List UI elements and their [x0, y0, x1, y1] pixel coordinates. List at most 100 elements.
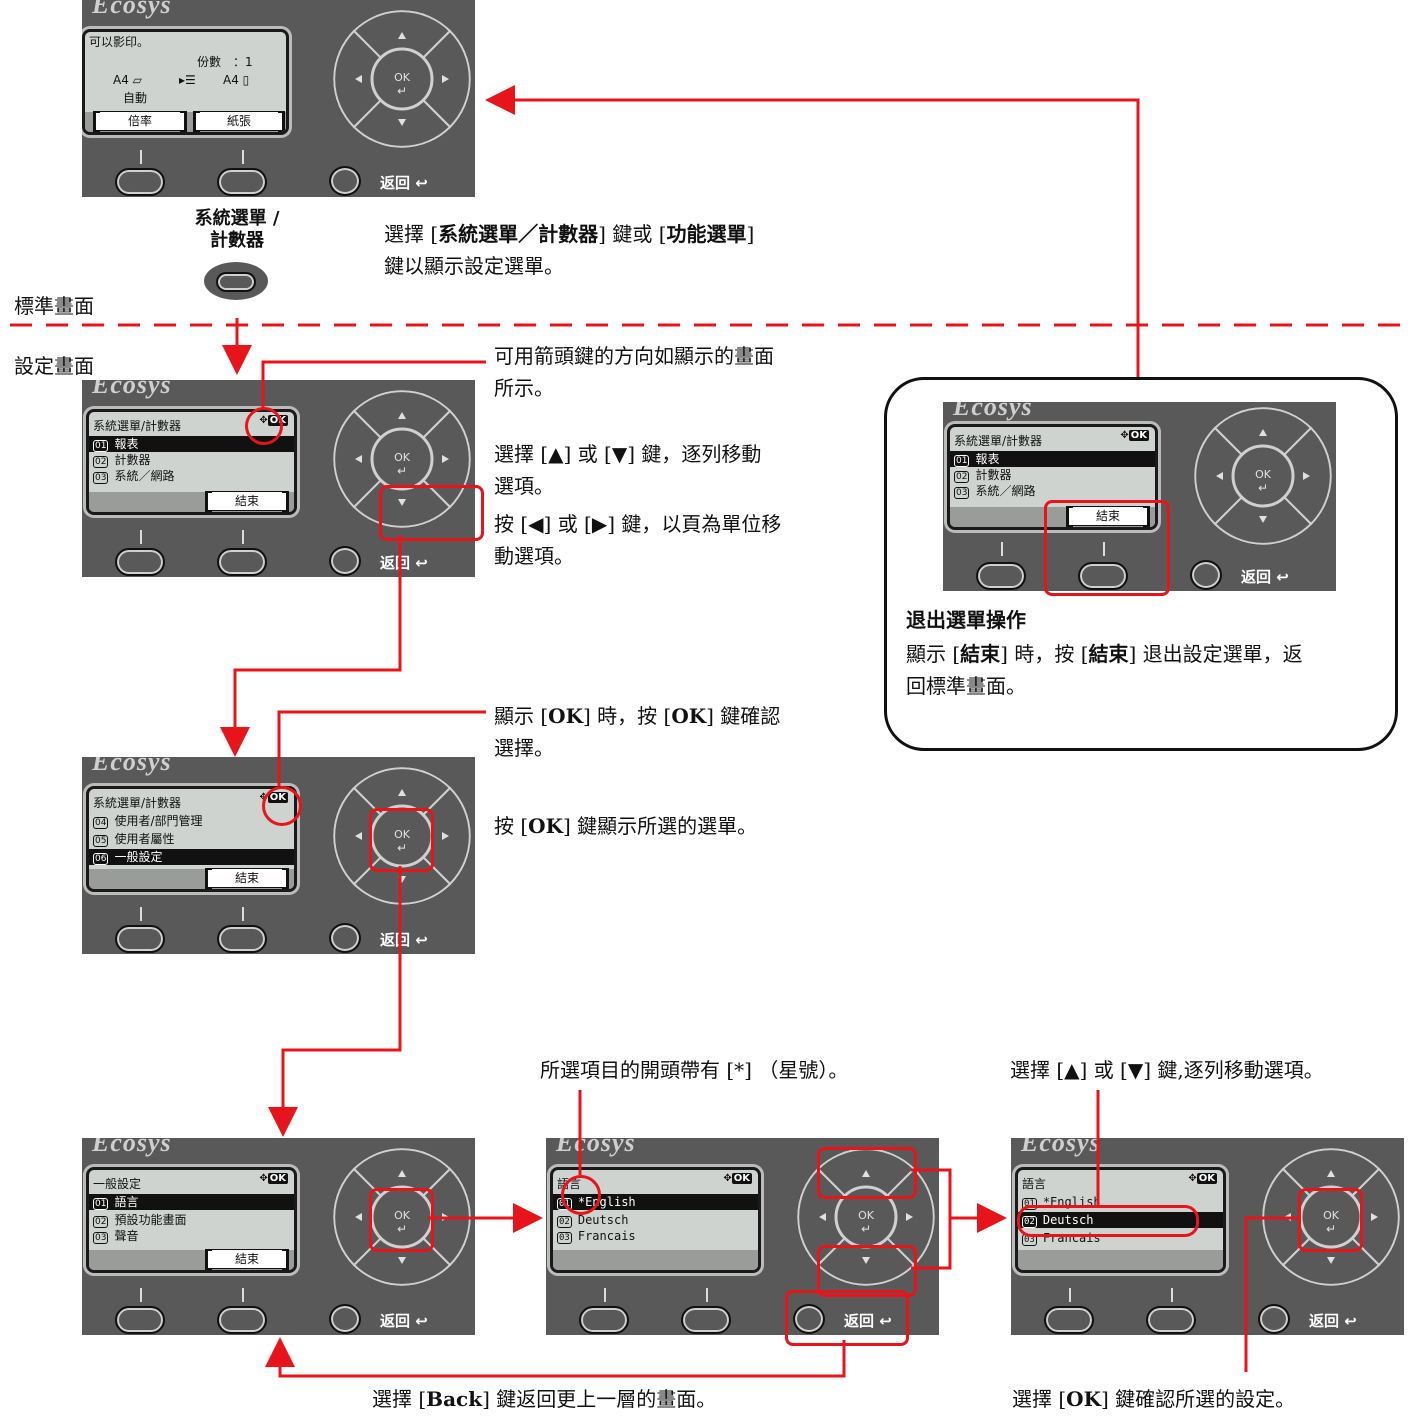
svg-text:↵: ↵ [397, 84, 407, 98]
dpad-icon[interactable]: OK ↵ [1193, 406, 1333, 546]
left-soft-button[interactable] [1044, 1306, 1094, 1334]
dpad-icon[interactable]: OK ↵ [332, 9, 472, 149]
svg-text:↵: ↵ [397, 464, 407, 478]
logo: Ecosys [953, 402, 1033, 421]
confirm-text: 選擇 [OK] 鍵確認所選的設定。 [1012, 1387, 1296, 1411]
left-soft-button[interactable] [115, 168, 165, 196]
system-menu-key[interactable] [204, 262, 268, 300]
back-label: 返回 ↩ [380, 931, 428, 949]
exit-info-box [884, 377, 1398, 751]
highlight-end-key [1044, 500, 1170, 596]
right-soft-button[interactable] [217, 1306, 267, 1334]
svg-text:OK: OK [1323, 1209, 1340, 1222]
logo: Ecosys [1021, 1138, 1101, 1157]
svg-text:OK: OK [858, 1209, 875, 1222]
svg-text:OK: OK [394, 71, 411, 84]
right-soft-button[interactable] [217, 548, 267, 576]
back-label: 返回 ↩ [1309, 1312, 1357, 1330]
left-soft-button[interactable] [115, 548, 165, 576]
arrow-ok-icon: ✥OK [1120, 430, 1149, 441]
svg-text:↵: ↵ [397, 1222, 407, 1236]
svg-text:↵: ↵ [1258, 481, 1268, 495]
logo: Ecosys [92, 757, 172, 776]
right-soft-button[interactable] [1078, 562, 1128, 590]
dpad-icon[interactable]: OK ↵ [332, 389, 472, 529]
svg-text:↵: ↵ [861, 1222, 871, 1236]
svg-text:OK: OK [394, 451, 411, 464]
softkey-paper[interactable]: 紙張 [193, 111, 285, 132]
back-button[interactable] [329, 166, 361, 196]
highlight-ok-key [369, 1188, 434, 1252]
back-label: 返回 ↩ [380, 1312, 428, 1330]
ok-show-text: 顯示 [OK] 時，按 [OK] 鍵確認 選擇。 [494, 704, 781, 760]
logo: Ecosys [92, 1138, 172, 1157]
back-button[interactable] [1258, 1304, 1290, 1334]
highlight-ok-indicator [262, 786, 302, 826]
back-label: 返回 ↩ [1241, 568, 1289, 586]
right-soft-button[interactable] [681, 1306, 731, 1334]
settings-screen-label: 設定畫面 [14, 354, 94, 378]
right-soft-button[interactable] [1146, 1306, 1196, 1334]
svg-text:↵: ↵ [397, 841, 407, 855]
svg-text:↵: ↵ [1326, 1222, 1336, 1236]
highlight-back-key [785, 1290, 909, 1346]
right-soft-button[interactable] [217, 168, 267, 196]
back-button[interactable] [793, 1304, 825, 1334]
highlight-star [561, 1175, 601, 1215]
back-note-text: 選擇 [Back] 鍵返回更上一層的畫面。 [372, 1387, 717, 1411]
menu-title: 系統選單/計數器 [93, 796, 182, 810]
copies-text: 份數 ：1 [197, 55, 253, 69]
arrow-ok-icon: ✥OK [723, 1173, 752, 1184]
softkey-end[interactable]: 結束 [1066, 506, 1150, 527]
menu-title: 語言 [1022, 1177, 1047, 1191]
left-soft-button[interactable] [115, 1306, 165, 1334]
back-label: 返回 ↩ [380, 174, 428, 192]
left-soft-button[interactable] [976, 562, 1026, 590]
left-soft-button[interactable] [115, 925, 165, 953]
leftright-text: 按 [◀] 或 [▶] 鍵，以頁為單位移動選項。 [494, 512, 782, 568]
paper-left: A4 ▱ [113, 73, 142, 87]
logo: Ecosys [92, 380, 172, 399]
arrow-direction-text: 可用箭頭鍵的方向如顯示的畫面所示。 [494, 344, 774, 400]
right-soft-button[interactable] [217, 925, 267, 953]
left-soft-button[interactable] [579, 1306, 629, 1334]
exit-text: 顯示 [結束] 時，按 [結束] 退出設定選單，返 回標準畫面。 [906, 642, 1303, 698]
softkey-end[interactable]: 結束 [205, 1249, 289, 1270]
back-button[interactable] [329, 923, 361, 953]
system-menu-key-label: 系統選單 / 計數器 [194, 208, 280, 251]
auto-text: 自動 [123, 91, 148, 105]
softkey-zoom[interactable]: 倍率 [93, 111, 187, 132]
dpad-icon[interactable]: OK ↵ [796, 1147, 936, 1287]
ready-text: 可以影印。 [89, 35, 150, 49]
softkey-end[interactable]: 結束 [205, 491, 289, 512]
svg-text:OK: OK [1255, 468, 1272, 481]
menu-title: 一般設定 [93, 1177, 142, 1191]
highlight-down-key [817, 1245, 917, 1297]
back-button[interactable] [1190, 560, 1222, 590]
softkey-end[interactable]: 結束 [205, 868, 289, 889]
back-button[interactable] [329, 546, 361, 576]
back-button[interactable] [329, 1304, 361, 1334]
highlight-up-key [817, 1147, 917, 1199]
highlight-ok-key [1298, 1188, 1363, 1252]
dpad-icon[interactable]: OK ↵ [332, 1147, 472, 1287]
